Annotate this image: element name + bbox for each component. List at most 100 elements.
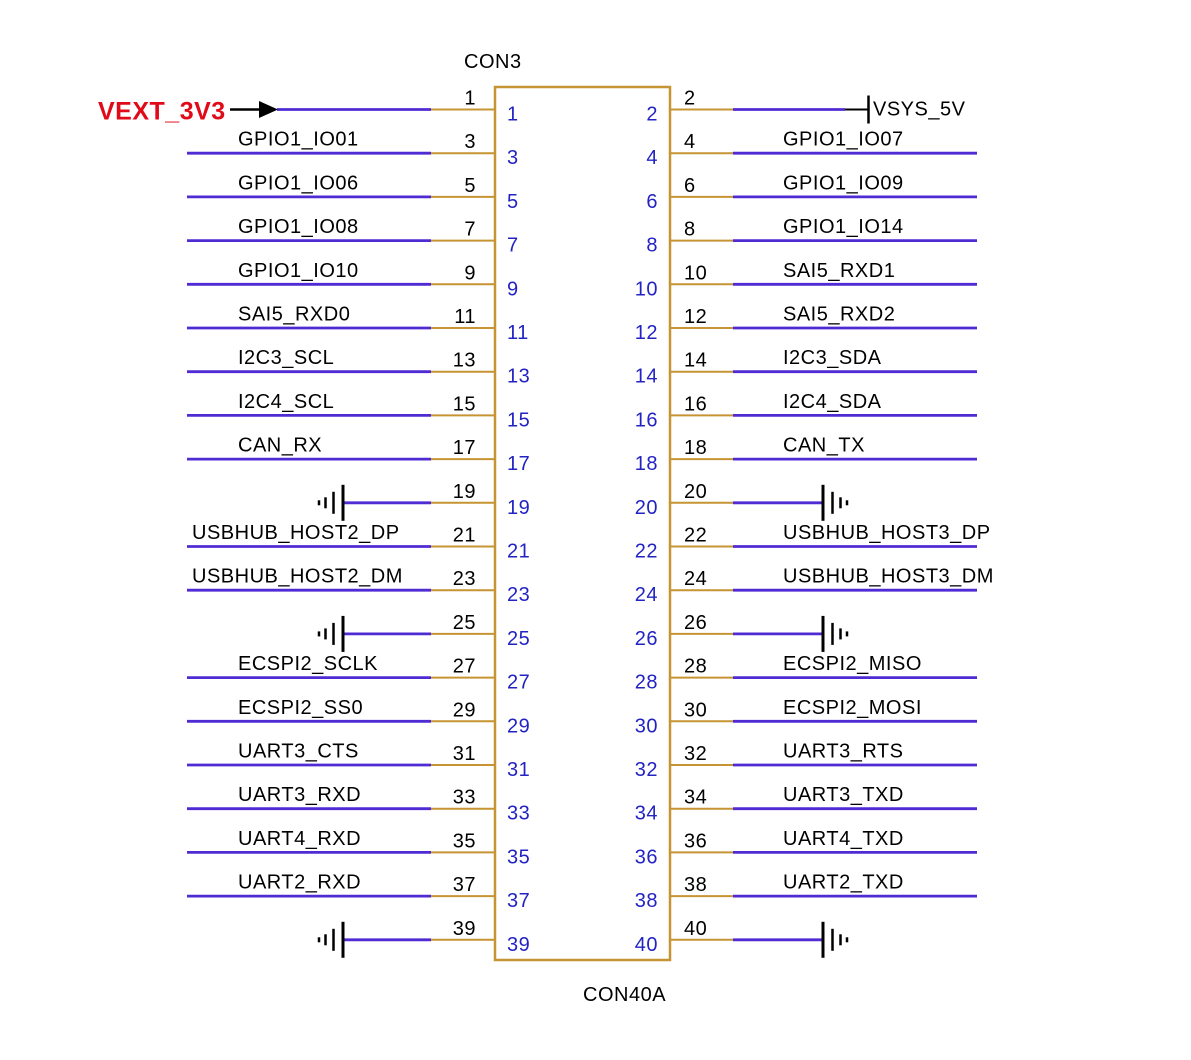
- pin-number-outside: 11: [454, 306, 476, 328]
- net-label: GPIO1_IO09: [783, 172, 904, 194]
- ground-symbol: [317, 921, 345, 958]
- pin-row-left: 35 35 UART4_RXD: [187, 828, 530, 868]
- net-label: USBHUB_HOST3_DP: [783, 522, 991, 544]
- pin-number-outside: 24: [684, 568, 707, 590]
- pin-number-inside: 32: [635, 759, 658, 781]
- net-label: UART3_CTS: [238, 741, 359, 763]
- net-label: GPIO1_IO06: [238, 172, 359, 194]
- net-label: GPIO1_IO08: [238, 216, 359, 238]
- pin-number-outside: 10: [684, 262, 707, 284]
- net-label: CAN_TX: [783, 435, 865, 457]
- pin-number-inside: 27: [507, 672, 530, 694]
- pin-number-inside: 31: [507, 759, 530, 781]
- pin-number-outside: 31: [453, 743, 476, 765]
- pin-number-inside: 21: [507, 541, 530, 563]
- pin-number-outside: 13: [453, 350, 476, 372]
- pin-number-inside: 36: [635, 846, 658, 868]
- pin-number-outside: 39: [453, 918, 476, 940]
- pin-number-inside: 37: [507, 890, 530, 912]
- ground-symbol: [821, 484, 849, 521]
- ground-symbol: [821, 921, 849, 958]
- pin-number-inside: 35: [507, 846, 530, 868]
- net-label: GPIO1_IO01: [238, 129, 359, 151]
- pin-number-outside: 35: [453, 830, 476, 852]
- pin-number-inside: 33: [507, 803, 530, 825]
- pin-number-inside: 25: [507, 628, 530, 650]
- pin-number-inside: 38: [635, 890, 658, 912]
- pin-number-inside: 1: [507, 104, 519, 126]
- pin-number-inside: 23: [507, 584, 530, 606]
- net-label: SAI5_RXD2: [783, 304, 895, 326]
- pin-number-inside: 4: [646, 147, 658, 169]
- net-label: ECSPI2_MISO: [783, 653, 922, 675]
- pin-number-outside: 26: [684, 612, 707, 634]
- pin-number-outside: 4: [684, 131, 696, 153]
- connector-refdes: CON3: [464, 51, 522, 73]
- pin-row-left: 31 31 UART3_CTS: [187, 741, 530, 781]
- pin-number-outside: 34: [684, 787, 707, 809]
- net-label: I2C4_SDA: [783, 391, 882, 413]
- pin-number-outside: 37: [453, 874, 476, 896]
- pin-number-outside: 18: [684, 437, 707, 459]
- pin-number-inside: 29: [507, 715, 530, 737]
- net-label: UART4_TXD: [783, 828, 904, 850]
- power-bar-icon: [845, 95, 870, 124]
- pin-number-inside: 24: [635, 584, 658, 606]
- pin-number-outside: 22: [684, 525, 707, 547]
- pin-number-outside: 3: [464, 131, 476, 153]
- net-label: UART4_RXD: [238, 828, 361, 850]
- net-label: USBHUB_HOST2_DM: [192, 566, 403, 588]
- pin-number-inside: 2: [646, 104, 658, 126]
- pin-number-inside: 9: [507, 278, 519, 300]
- power-arrow-head: [259, 101, 278, 118]
- pin-number-inside: 7: [507, 235, 519, 257]
- pin-number-outside: 33: [453, 787, 476, 809]
- net-label: UART2_TXD: [783, 872, 904, 894]
- pin-number-outside: 30: [684, 699, 707, 721]
- net-label: ECSPI2_SCLK: [238, 653, 378, 675]
- pin-number-outside: 36: [684, 830, 707, 852]
- pin-row-left: 25 25: [317, 612, 530, 652]
- net-label: UART3_TXD: [783, 784, 904, 806]
- connector-part-number: CON40A: [583, 984, 666, 1006]
- power-net-label: VSYS_5V: [873, 99, 966, 121]
- pin-number-inside: 30: [635, 715, 658, 737]
- pin-number-outside: 1: [464, 88, 476, 110]
- pin-number-inside: 14: [635, 366, 658, 388]
- pin-number-inside: 11: [507, 322, 529, 344]
- pin-number-outside: 2: [684, 88, 696, 110]
- pin-number-inside: 17: [507, 453, 530, 475]
- net-label: I2C4_SCL: [238, 391, 334, 413]
- pin-number-outside: 25: [453, 612, 476, 634]
- pin-number-outside: 12: [684, 306, 707, 328]
- ground-symbol: [317, 615, 345, 652]
- pin-number-outside: 21: [453, 525, 476, 547]
